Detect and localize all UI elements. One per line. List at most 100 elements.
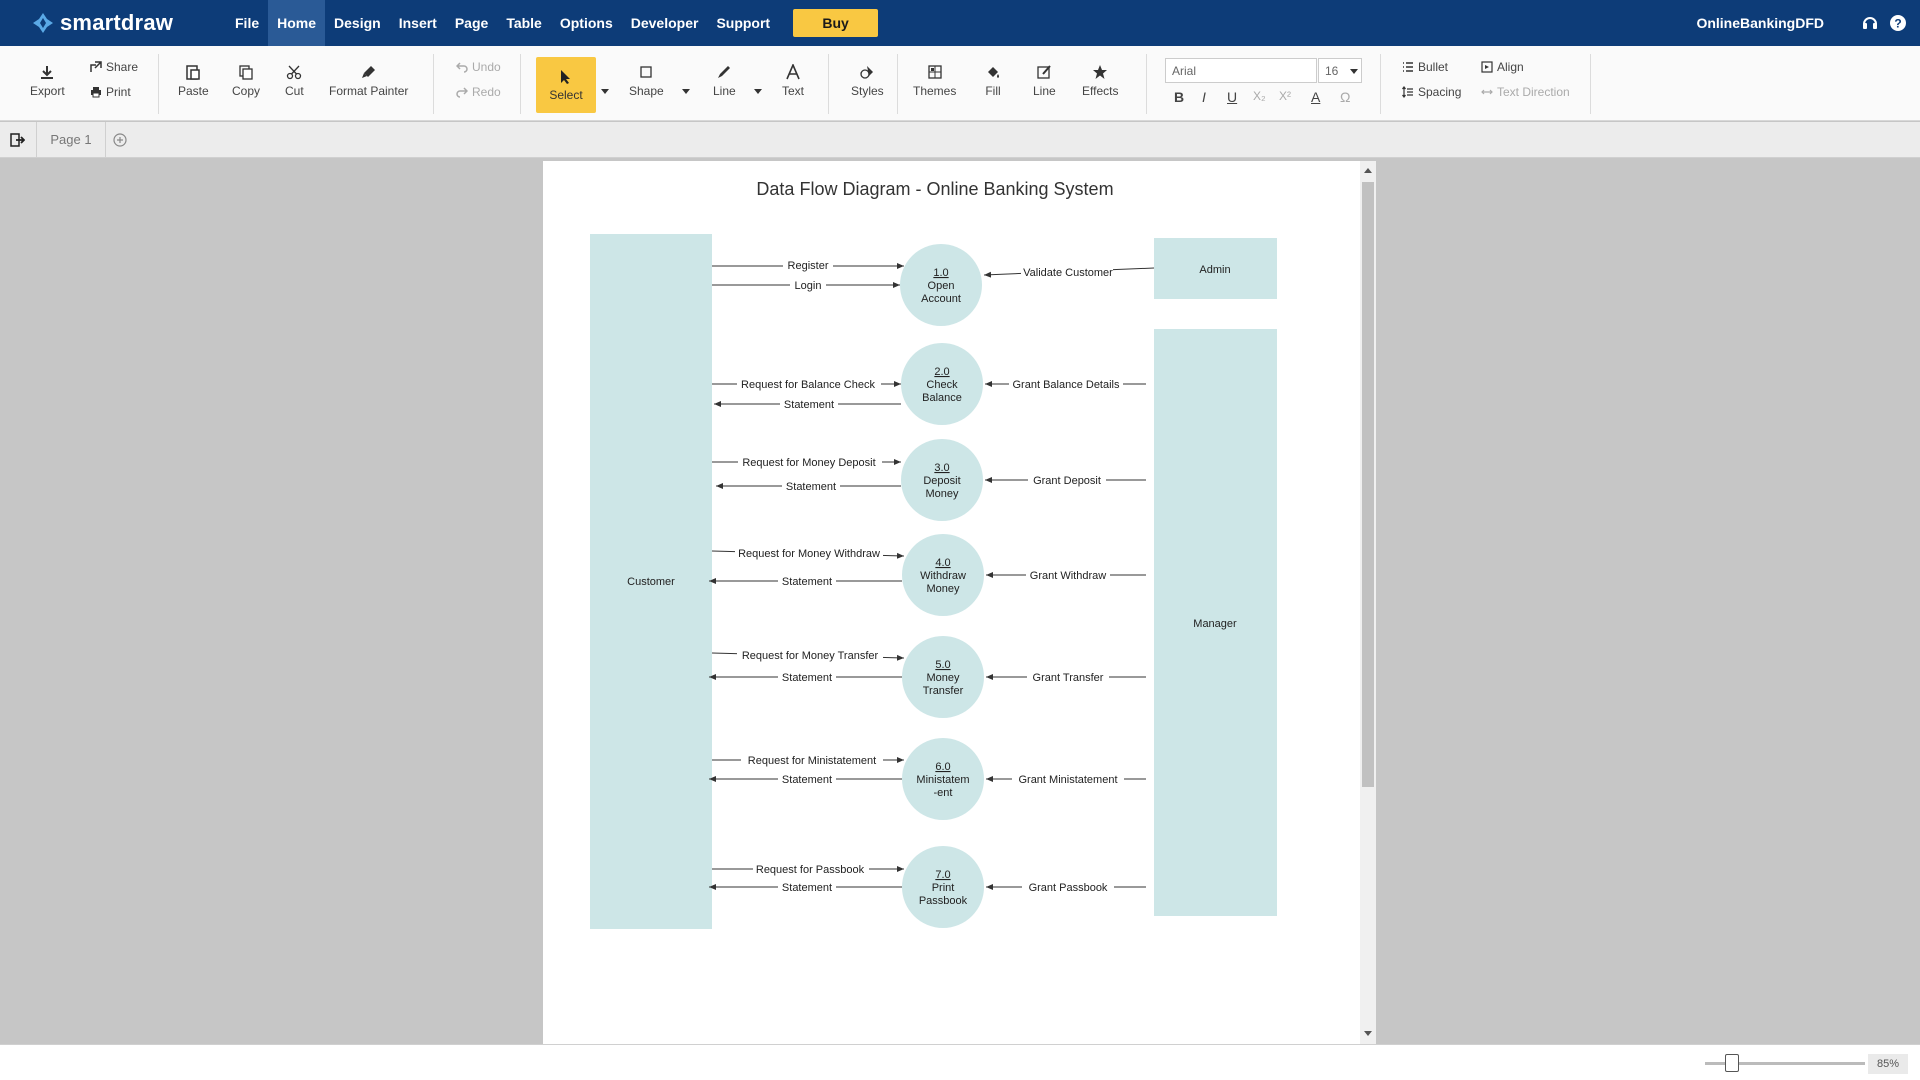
align-button[interactable]: Align [1481, 60, 1524, 74]
bullet-button[interactable]: Bullet [1402, 60, 1448, 74]
label-bg [741, 753, 883, 767]
redo-button[interactable]: Redo [456, 85, 501, 99]
superscript-button[interactable]: X² [1279, 89, 1291, 103]
shape-button[interactable]: Shape [629, 64, 664, 98]
flow-label-request-balance-check: Request for Balance Check [741, 379, 875, 391]
process-label-line1: Check [926, 379, 958, 391]
spacing-button[interactable]: Spacing [1402, 85, 1461, 99]
zoom-slider-thumb[interactable] [1725, 1054, 1739, 1072]
bullet-list-icon [1403, 62, 1413, 72]
svg-text:?: ? [1894, 17, 1901, 31]
subscript-button[interactable]: X₂ [1253, 89, 1266, 103]
format-painter-button[interactable]: Format Painter [329, 64, 408, 98]
select-dropdown-icon[interactable] [601, 89, 609, 94]
themes-button[interactable]: Themes [913, 64, 956, 98]
process-3-deposit-money[interactable]: 3.0 Deposit Money [901, 439, 983, 521]
ribbon-separator [520, 54, 521, 114]
underline-button[interactable]: U [1227, 89, 1238, 105]
print-button[interactable]: Print [90, 85, 131, 99]
panel-toggle-icon[interactable] [10, 133, 25, 147]
undo-button[interactable]: Undo [456, 60, 501, 74]
zoom-level[interactable]: 85% [1868, 1054, 1908, 1074]
menu-support[interactable]: Support [716, 15, 771, 31]
process-label-line2: Balance [922, 392, 962, 404]
styles-label: Styles [851, 84, 884, 98]
paste-button[interactable]: Paste [178, 64, 209, 98]
ribbon-separator [158, 54, 159, 114]
label-bg [1021, 265, 1113, 279]
process-4-withdraw-money[interactable]: 4.0 Withdraw Money [902, 534, 984, 616]
smartdraw-logo[interactable]: smartdraw [32, 10, 202, 36]
fill-button[interactable]: Fill [985, 64, 1001, 98]
menu-developer[interactable]: Developer [630, 15, 699, 31]
effects-button[interactable]: Effects [1082, 64, 1118, 98]
process-1-open-account[interactable]: 1.0 Open Account [900, 244, 982, 326]
process-label-line1: Open [928, 280, 955, 292]
zoom-slider-track[interactable] [1705, 1062, 1865, 1065]
text-tool-button[interactable]: Text [782, 64, 804, 98]
add-page-icon[interactable] [113, 133, 127, 147]
menu-file[interactable]: File [235, 15, 260, 31]
process-7-print-passbook[interactable]: 7.0 Print Passbook [902, 846, 984, 928]
copy-icon [239, 65, 253, 80]
menu-table[interactable]: Table [506, 15, 542, 31]
label-bg [737, 648, 883, 662]
cut-button[interactable]: Cut [285, 64, 304, 98]
process-2-check-balance[interactable]: 2.0 Check Balance [901, 343, 983, 425]
spacing-label: Spacing [1418, 85, 1462, 99]
process-5-money-transfer[interactable]: 5.0 Money Transfer [902, 636, 984, 718]
scroll-up-arrow-icon[interactable] [1363, 166, 1373, 174]
admin-entity[interactable] [1154, 238, 1277, 299]
font-size-dropdown-icon [1350, 69, 1358, 74]
flow-label-request-ministatement: Request for Ministatement [748, 755, 876, 767]
fill-label: Fill [985, 84, 1001, 98]
text-direction-button[interactable]: Text Direction [1481, 85, 1570, 99]
line-dropdown-icon[interactable] [754, 89, 762, 94]
italic-button[interactable]: I [1202, 89, 1206, 105]
customer-entity[interactable] [590, 234, 712, 929]
flow-label-request-money-transfer: Request for Money Transfer [742, 650, 879, 662]
process-number: 7.0 [935, 869, 950, 881]
menu-insert[interactable]: Insert [398, 15, 437, 31]
process-6-ministatement[interactable]: 6.0 Ministatem -ent [902, 738, 984, 820]
menu-page[interactable]: Page [454, 15, 489, 31]
label-bg [778, 880, 836, 894]
styles-button[interactable]: Styles [851, 64, 884, 98]
support-headset-icon[interactable] [1860, 13, 1880, 33]
line-tool-button[interactable]: Line [713, 64, 736, 98]
bold-button[interactable]: B [1174, 89, 1185, 105]
customer-label: Customer [627, 576, 675, 588]
share-button[interactable]: Share [90, 60, 138, 74]
label-bg [1028, 473, 1106, 487]
select-tool-button[interactable]: Select [536, 57, 596, 113]
label-bg [1026, 568, 1110, 582]
menu-options[interactable]: Options [559, 15, 613, 31]
process-label-line2: -ent [934, 787, 953, 799]
flow-label-grant-deposit: Grant Deposit [1033, 475, 1101, 487]
scroll-down-arrow-icon[interactable] [1363, 1030, 1373, 1038]
menu-design[interactable]: Design [334, 15, 381, 31]
help-icon[interactable]: ? [1888, 13, 1908, 33]
diagram-title[interactable]: Data Flow Diagram - Online Banking Syste… [756, 179, 1113, 199]
process-label-line1: Money [926, 672, 960, 684]
tab-page-1[interactable]: Page 1 [36, 122, 106, 158]
document-name[interactable]: OnlineBankingDFD [1696, 15, 1824, 31]
manager-entity[interactable] [1154, 329, 1277, 916]
shape-dropdown-icon[interactable] [682, 89, 690, 94]
flow-label-register: Register [788, 260, 829, 272]
font-color-button[interactable]: A [1311, 89, 1321, 105]
menu-home[interactable]: Home [268, 0, 326, 46]
scrollbar-thumb[interactable] [1362, 182, 1374, 787]
process-circle [902, 846, 984, 928]
print-icon [91, 87, 101, 98]
process-number: 3.0 [934, 462, 949, 474]
special-character-button[interactable]: Ω [1340, 89, 1351, 105]
align-label: Align [1497, 60, 1524, 74]
drawing-canvas[interactable]: Data Flow Diagram - Online Banking Syste… [543, 161, 1360, 1044]
line-style-button[interactable]: Line [1033, 64, 1056, 98]
font-size-select[interactable]: 16 [1318, 58, 1362, 83]
copy-button[interactable]: Copy [232, 64, 260, 98]
font-family-select[interactable]: Arial [1165, 58, 1317, 83]
buy-button[interactable]: Buy [793, 9, 879, 37]
export-button[interactable]: Export [30, 64, 65, 98]
